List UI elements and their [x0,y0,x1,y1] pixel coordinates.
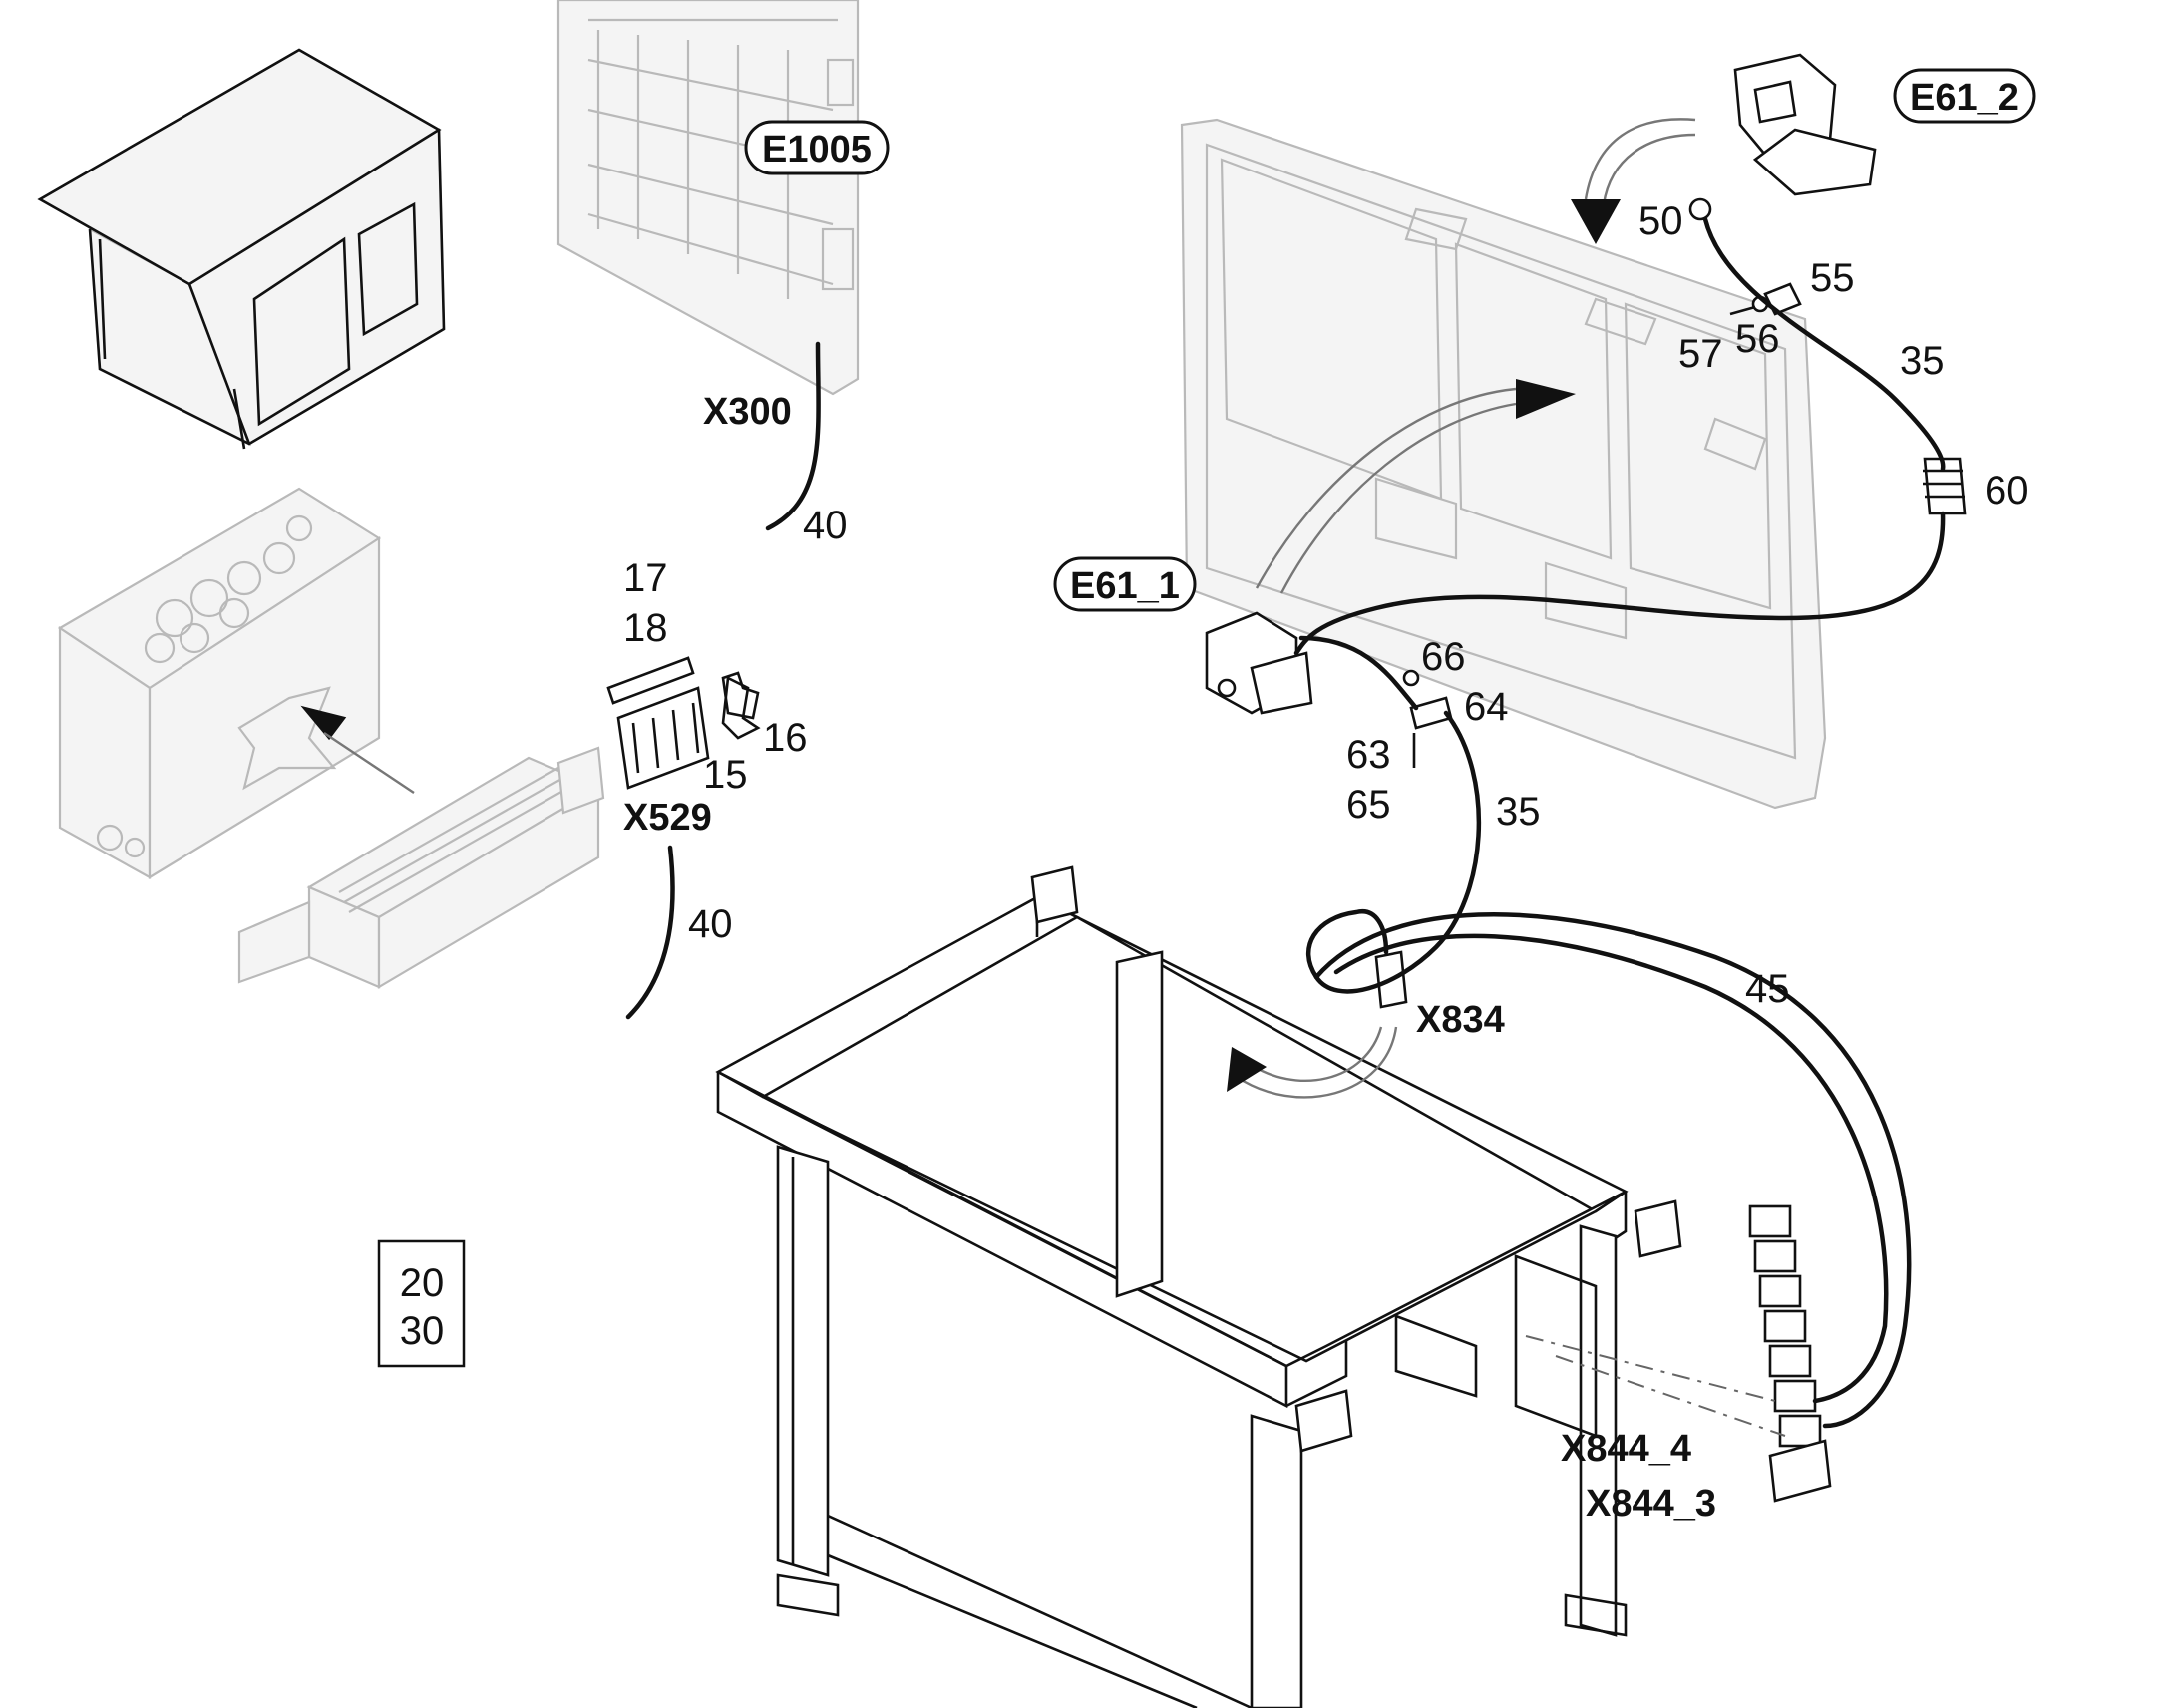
part-number-35: 35 [1900,339,1945,383]
wire-x834-to-x844 [1313,912,1912,1429]
alignment-line [1525,1335,1776,1402]
wire-64-to-x834 [1305,710,1482,994]
bubble-e61-1: E61_1 [1053,556,1197,612]
wire-e61-1-to-64 [1298,635,1419,711]
label-x844-3: X844_3 [1586,1483,1716,1525]
bracket-part-16 [721,671,760,720]
wire-60-to-e61-1 [1293,511,1946,656]
arrow-x834-to-frame [1227,1026,1398,1099]
bubble-e1005: E1005 [744,120,890,175]
connector-block-x844 [1748,1204,1832,1503]
reference-box-line1: 20 [400,1261,445,1305]
part-number-56: 56 [1735,317,1780,361]
connector-assembly-x529 [606,656,761,790]
label-e1005: E1005 [762,129,872,171]
label-e61-2: E61_2 [1910,77,2019,119]
label-x844-4: X844_4 [1561,1428,1691,1470]
wire-e61-2-to-60 [1702,216,1946,472]
steel-frame-illustration [715,865,1682,1708]
pcb-rack-illustration [556,0,860,396]
label-e61-1: E61_1 [1070,565,1180,607]
label-x529: X529 [623,797,712,839]
arrow-e61-2-to-frame [1571,118,1696,244]
clamp-part-64 [1402,669,1453,768]
wire-x300-40 [765,341,821,531]
dashboard-frame-illustration [1180,118,1827,810]
electronics-module-illustration [237,746,605,989]
reference-box-line2: 30 [400,1309,445,1353]
part-number-60: 60 [1985,469,2029,512]
label-x834: X834 [1416,999,1505,1041]
reference-box: 20 30 [377,1239,466,1368]
part-number-57: 57 [1678,332,1723,376]
part-number-18: 18 [623,606,668,650]
wire-x529-40 [625,845,675,1020]
part-number-15: 15 [703,753,748,797]
gland-part-60 [1923,457,1967,515]
bubble-e61-2: E61_2 [1893,68,2036,124]
label-x300: X300 [703,391,792,433]
cabin-illustration [37,48,446,450]
wire-x834-to-x844-b [1333,933,1889,1404]
part-number-55: 55 [1810,256,1855,300]
arrow-relay-to-frame [1255,379,1576,594]
part-number-45: 45 [1745,967,1790,1011]
alignment-line [1555,1355,1786,1437]
control-panel-illustration [57,487,415,879]
part-number-50: 50 [1638,199,1683,243]
part-number-63: 63 [1346,733,1391,777]
part-number-40: 40 [803,504,848,547]
part-number-65: 65 [1346,783,1391,827]
part-number-64: 64 [1464,685,1509,729]
part-number-16: 16 [763,716,808,760]
relay-e61-1 [1205,611,1313,715]
part-number-35: 35 [1496,790,1541,834]
part-number-66: 66 [1421,635,1466,679]
part-number-17: 17 [623,556,668,600]
relay-e61-2 [1688,53,1877,221]
part-number-40: 40 [688,902,733,946]
